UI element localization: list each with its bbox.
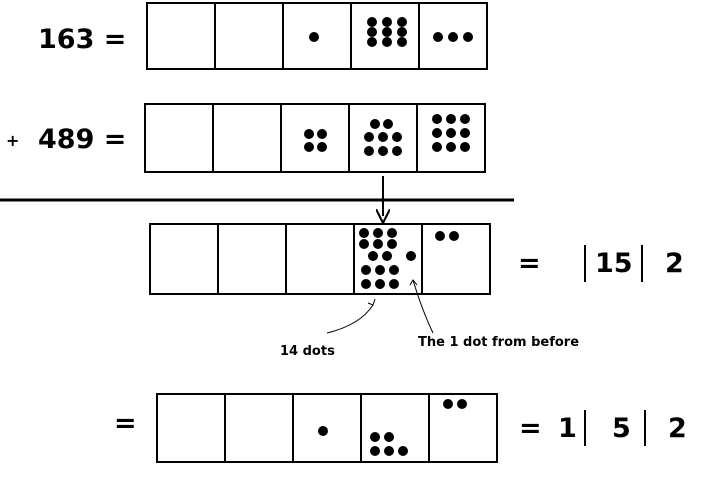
row3-box-1: [149, 223, 219, 295]
row1-box-2: [214, 2, 284, 70]
row4-equals-right: =: [519, 413, 542, 444]
annotation-arrow-right: [412, 279, 434, 334]
row2-boxes: [144, 103, 486, 173]
row1-dots: [309, 17, 473, 47]
row2-dots: [304, 114, 470, 156]
row1-label: 163 =: [38, 24, 126, 55]
row4-boxes: [156, 393, 498, 463]
annotation-arrow-left: [326, 304, 374, 334]
row4-digit-2: 5: [612, 413, 631, 444]
row3-equals: =: [518, 248, 541, 279]
row4-digit-3: 2: [668, 413, 687, 444]
row1-box-1: [146, 2, 216, 70]
plus-sign: +: [6, 131, 19, 150]
row3-box-3: [285, 223, 355, 295]
row4-equals-left: =: [114, 408, 137, 439]
row4-digit-1: 1: [558, 413, 577, 444]
annotation-14-dots: 14 dots: [280, 344, 335, 359]
row3-result-a: 15: [595, 248, 633, 279]
row2-box-2: [212, 103, 282, 173]
row4-box-1: [156, 393, 226, 463]
row4-box-2: [224, 393, 294, 463]
annotation-1-dot: The 1 dot from before: [418, 335, 579, 350]
row3-result-b: 2: [665, 248, 684, 279]
row2-box-1: [144, 103, 214, 173]
row4-dots: [318, 399, 467, 456]
row3-dots: [359, 228, 459, 289]
row2-label: 489 =: [38, 124, 126, 155]
row2-box-3: [280, 103, 350, 173]
row3-box-2: [217, 223, 287, 295]
